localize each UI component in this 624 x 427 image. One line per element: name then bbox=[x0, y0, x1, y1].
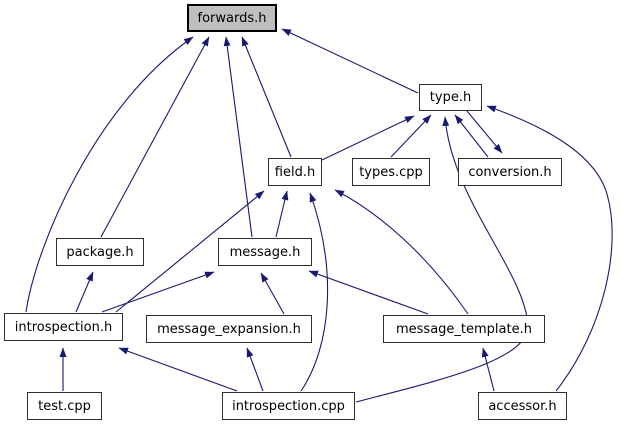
node-type_h[interactable]: type.h bbox=[419, 84, 482, 111]
edge-accessor_h-to-type_h bbox=[486, 105, 613, 392]
edge-message_template_h-to-field_h bbox=[334, 189, 469, 315]
edge-package_h-to-forwards_h bbox=[100, 36, 210, 238]
node-label: message_template.h bbox=[396, 321, 532, 337]
edge-message_h-to-forwards_h bbox=[223, 36, 253, 238]
node-label: accessor.h bbox=[488, 398, 557, 414]
edge-introspection_cpp-to-introspection_h bbox=[118, 347, 238, 392]
node-label: introspection.h bbox=[14, 319, 113, 335]
edge-introspection_h-to-message_h bbox=[101, 271, 215, 313]
node-forwards_h[interactable]: forwards.h bbox=[187, 4, 277, 32]
node-package_h[interactable]: package.h bbox=[56, 238, 144, 266]
node-conversion_h[interactable]: conversion.h bbox=[458, 158, 562, 186]
edge-message_expansion_h-to-message_h bbox=[260, 272, 285, 315]
edge-field_h-to-forwards_h bbox=[241, 36, 292, 158]
node-label: message_expansion.h bbox=[157, 321, 301, 337]
node-label: field.h bbox=[274, 164, 316, 180]
node-label: type.h bbox=[429, 90, 472, 105]
edge-introspection_h-to-field_h bbox=[115, 190, 265, 313]
node-message_expansion_h[interactable]: message_expansion.h bbox=[146, 315, 312, 343]
edge-introspection_cpp-to-field_h bbox=[300, 192, 329, 392]
node-introspection_h[interactable]: introspection.h bbox=[4, 313, 123, 341]
node-message_h[interactable]: message.h bbox=[218, 238, 312, 266]
node-label: conversion.h bbox=[468, 164, 552, 180]
node-message_template_h[interactable]: message_template.h bbox=[383, 315, 545, 343]
edge-message_h-to-field_h bbox=[275, 190, 289, 238]
node-label: types.cpp bbox=[359, 164, 423, 180]
edge-introspection_cpp-to-message_expansion_h bbox=[246, 347, 264, 392]
edge-accessor_h-to-message_template_h bbox=[481, 347, 495, 392]
node-label: forwards.h bbox=[197, 10, 267, 26]
node-label: introspection.cpp bbox=[232, 398, 345, 414]
node-label: test.cpp bbox=[38, 398, 91, 414]
node-introspection_cpp[interactable]: introspection.cpp bbox=[222, 392, 355, 420]
edge-conversion_h-to-type_h bbox=[454, 114, 489, 158]
edge-introspection_h-to-forwards_h bbox=[25, 36, 194, 313]
node-label: message.h bbox=[229, 244, 301, 260]
node-accessor_h[interactable]: accessor.h bbox=[478, 392, 567, 420]
edge-type_h-to-conversion_h bbox=[466, 110, 503, 154]
node-field_h[interactable]: field.h bbox=[268, 158, 322, 186]
node-test_cpp[interactable]: test.cpp bbox=[27, 392, 102, 420]
edge-message_template_h-to-message_h bbox=[308, 270, 429, 315]
edge-introspection_h-to-package_h bbox=[75, 271, 94, 313]
node-label: package.h bbox=[66, 244, 134, 260]
edge-types_cpp-to-type_h bbox=[390, 114, 432, 158]
edge-type_h-to-forwards_h bbox=[281, 28, 419, 94]
node-types_cpp[interactable]: types.cpp bbox=[352, 158, 430, 186]
edge-field_h-to-type_h bbox=[321, 115, 415, 161]
